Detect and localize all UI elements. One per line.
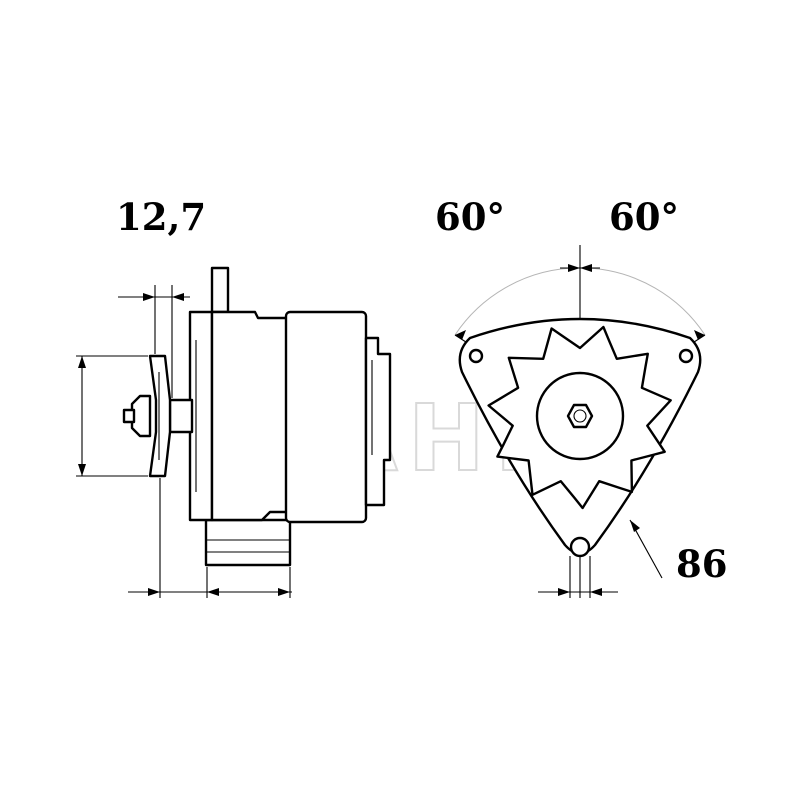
alternator-side-view [76,266,392,598]
offset-dimension-label: 12,7 [116,195,206,239]
shaft-end [122,408,136,424]
shaft [168,398,194,434]
mount-hole-right [678,348,694,364]
stator-drum [284,310,368,524]
main-housing [210,310,292,522]
top-terminal [210,266,230,314]
right-angle-label: 60° [609,195,679,239]
diameter-label: 86 [676,542,728,586]
pulley [148,354,172,478]
mount-hole-left [468,348,484,364]
mounting-foot [204,518,292,567]
front-flange [188,310,214,522]
pulley-nut [130,394,152,438]
left-angle-label: 60° [435,195,505,239]
mount-hole-bottom [569,536,591,558]
alternator-front-view [454,245,706,598]
hex-nut [566,403,594,429]
